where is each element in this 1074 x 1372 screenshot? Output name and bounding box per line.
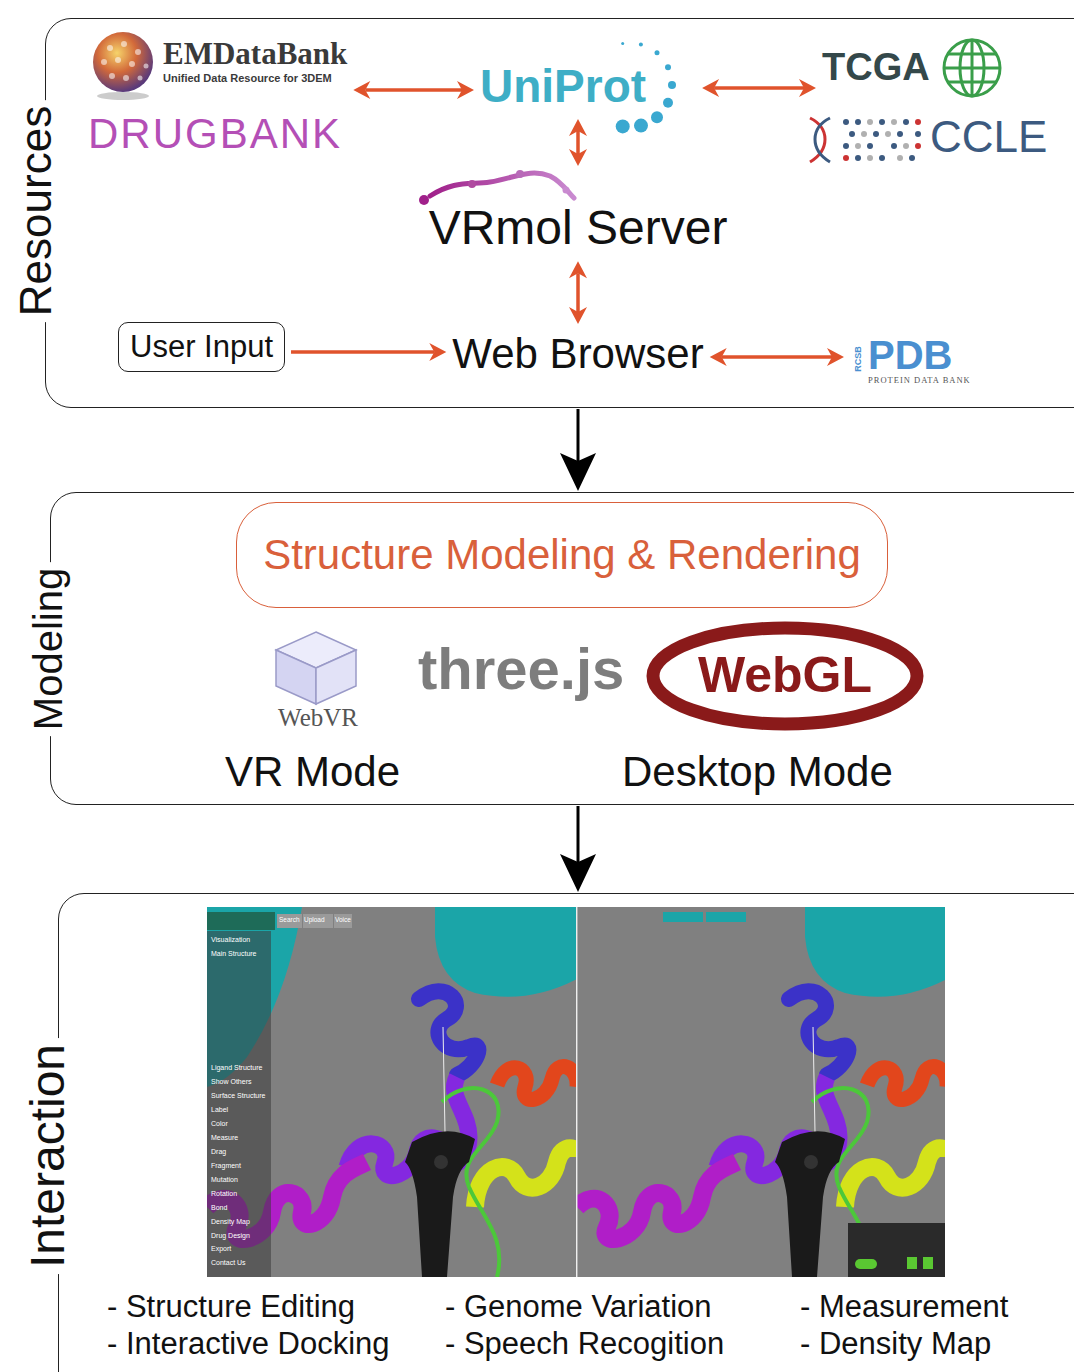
menu-item: Bond [211,1204,227,1212]
connector-line [577,409,580,461]
logo-text: WebGL [698,647,872,705]
node-text: Structure Modeling & Rendering [263,531,861,579]
feature-item: - Measurement [800,1289,1008,1325]
connector-line [365,88,462,92]
connector-line [576,273,580,312]
arrowhead [429,343,446,361]
arrowhead [827,348,844,366]
connector-arrow [702,79,816,97]
connector-arrow [291,343,446,361]
connector-line [577,806,580,862]
connector-arrow [353,81,474,99]
mode-label: Desktop Mode [622,748,893,796]
connector-arrow [560,806,596,892]
arrowhead [569,261,587,278]
menu-item: Show Others [211,1078,251,1086]
virus-pattern [101,41,149,81]
dna-icon [810,118,921,162]
menu-item: Drag [211,1148,226,1156]
arrowhead [702,79,719,97]
menu-item: Label [211,1106,228,1114]
button-text: Voice [335,916,351,923]
node-text: EMDataBank [163,36,347,72]
feature-item: - Speech Recogition [445,1326,724,1362]
menu-item: Visualization [211,936,250,944]
node-text: RCSB [853,346,863,372]
connector-arrow [560,409,596,491]
pdb-logo: RCSB PDBPROTEIN DATA BANK [850,335,971,385]
arrowhead [569,149,587,166]
node-text: CCLE [930,112,1047,163]
button-text: Search [279,916,300,923]
drugbank-logo: DRUGBANK [88,110,342,158]
panel-heading: Resources [11,100,62,322]
arrowhead [569,119,587,136]
connector-line [576,131,580,154]
vr-screenshot [207,907,945,1277]
node-text: VRmol Server [429,200,728,255]
feature-item: - Interactive Docking [107,1326,390,1362]
node-text: DRUGBANK [88,110,342,158]
uniprot-logo: UniProt [480,60,696,113]
globe-icon [944,40,1000,96]
tcga-logo: TCGA [822,46,1010,90]
logo-text: three.js [418,636,624,703]
vrmol-logo-mark [419,170,574,205]
webgl-ring [653,628,917,724]
menu-item: Export [211,1245,231,1253]
menu-item: Main Structure [211,950,257,958]
connector-arrow [710,348,844,366]
shadow [97,92,149,100]
node-text: PDB [868,335,971,375]
menu-item: Ligand Structure [211,1064,262,1072]
connector-arrow [569,261,587,324]
connector-line [291,350,434,354]
node-text: PROTEIN DATA BANK [868,375,971,385]
menu-item: Rotation [211,1190,237,1198]
arrowhead [569,307,587,324]
ccle-logo: CCLE [930,112,1047,163]
feature-item: - Structure Editing [107,1289,355,1325]
arrowhead [560,854,596,892]
browser-node: Web Browser [452,330,703,378]
emdatabank-logo: EMDataBankUnified Data Resource for 3DEM [163,36,347,85]
menu-item: Drug Design [211,1232,250,1240]
arrowhead [457,81,474,99]
virus-icon [93,32,153,92]
menu-item: Fragment [211,1162,241,1170]
menu-item: Contact Us [211,1259,246,1267]
connector-line [722,355,832,359]
feature-item: - Density Map [800,1326,991,1362]
connector-arrow [569,119,587,166]
node-text: UniProt [480,60,646,113]
menu-item: Density Map [211,1218,250,1226]
arrowhead [560,453,596,491]
arrowhead [710,348,727,366]
resources-panel: ResourcesEMDataBankUnified Data Resource… [45,18,1074,408]
input-box: User Input [118,322,285,372]
arrowhead [799,79,816,97]
arrowhead [353,81,370,99]
menu-item: Measure [211,1134,238,1142]
webvr-cube [276,632,356,704]
logo-text: WebVR [278,704,358,733]
process-box: Structure Modeling & Rendering [236,502,888,608]
node-text: User Input [130,329,273,365]
connector-line [714,86,804,90]
menu-item: Mutation [211,1176,238,1184]
mode-label: VR Mode [225,748,400,796]
feature-item: - Genome Variation [445,1289,712,1325]
menu-item: Surface Structure [211,1092,265,1100]
server-node: VRmol Server [429,172,728,255]
panel-heading: Modeling [25,562,71,736]
node-text: TCGA [822,46,930,90]
node-text: Unified Data Resource for 3DEM [163,72,347,85]
panel-heading: Interaction [20,1038,75,1274]
node-text: Web Browser [452,330,703,378]
menu-item: Color [211,1120,228,1128]
button-text: Upload [304,916,325,923]
